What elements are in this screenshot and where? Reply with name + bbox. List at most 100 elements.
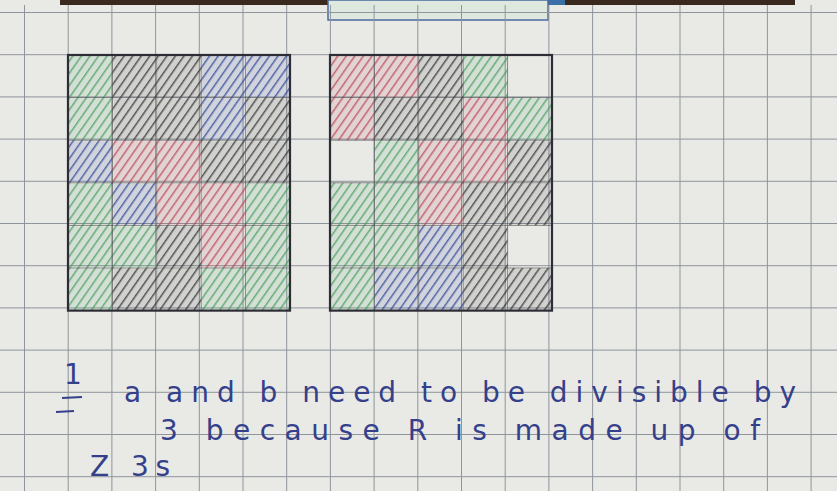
cell-tint <box>247 99 289 140</box>
shaded-cell <box>112 98 156 141</box>
cell-tint <box>69 56 111 97</box>
shaded-cell <box>201 55 245 98</box>
cell-tint <box>69 269 111 310</box>
shaded-cell <box>68 183 112 226</box>
cell-tint <box>464 269 506 310</box>
cell-tint <box>375 184 417 225</box>
shaded-cell <box>463 268 507 311</box>
cell-tint <box>420 269 462 310</box>
cell-tint <box>158 141 200 182</box>
grid-line <box>0 350 837 351</box>
shaded-cell <box>201 98 245 141</box>
cell-tint <box>202 56 244 97</box>
tiling-border <box>330 55 552 311</box>
cell-tint <box>331 269 373 310</box>
shaded-cell <box>374 225 418 268</box>
shaded-cell <box>68 225 112 268</box>
cell-tint <box>420 56 462 97</box>
cell-tint <box>375 141 417 182</box>
grid-line <box>811 5 812 491</box>
cell-tint <box>420 99 462 140</box>
shaded-cell <box>374 268 418 311</box>
cell-tint <box>113 269 155 310</box>
cell-tint <box>69 141 111 182</box>
cell-tint <box>509 269 551 310</box>
shaded-cell <box>419 225 463 268</box>
cell-tint <box>375 99 417 140</box>
shaded-cell <box>246 183 290 226</box>
cell-tint <box>375 226 417 267</box>
shaded-cell <box>112 225 156 268</box>
cell-edge <box>330 225 552 226</box>
cell-tint <box>158 99 200 140</box>
shaded-cell <box>157 183 201 226</box>
cell-tint <box>247 226 289 267</box>
shaded-cell <box>374 55 418 98</box>
shaded-cell <box>246 268 290 311</box>
shaded-cell <box>246 225 290 268</box>
shaded-cell <box>68 98 112 141</box>
cell-tint <box>331 56 373 97</box>
shaded-cell <box>246 98 290 141</box>
shaded-cell <box>419 183 463 226</box>
shaded-cell <box>419 268 463 311</box>
shaded-cell <box>330 183 374 226</box>
shaded-cell <box>330 268 374 311</box>
tiling <box>68 55 290 311</box>
shaded-cell <box>201 183 245 226</box>
cell-tint <box>331 226 373 267</box>
shaded-cell <box>463 55 507 98</box>
cell-tint <box>158 184 200 225</box>
cell-tint <box>331 184 373 225</box>
cell-tint <box>375 56 417 97</box>
cell-tint <box>158 269 200 310</box>
cell-tint <box>158 226 200 267</box>
tiling <box>330 55 552 311</box>
handwritten-note: 3 because R is made up of <box>160 414 770 448</box>
shaded-cell <box>508 140 552 183</box>
cell-tint <box>202 269 244 310</box>
shaded-cell <box>157 140 201 183</box>
pen-mark <box>56 411 74 412</box>
shaded-cell <box>330 225 374 268</box>
underline-mark <box>62 397 82 398</box>
shaded-cell <box>463 225 507 268</box>
grid-line <box>0 12 837 13</box>
shaded-cell <box>112 268 156 311</box>
cell-tint <box>464 226 506 267</box>
cell-tint <box>69 184 111 225</box>
cell-tint <box>509 184 551 225</box>
cell-tint <box>509 141 551 182</box>
shaded-cell <box>508 268 552 311</box>
cell-tint <box>464 184 506 225</box>
cell-tint <box>420 184 462 225</box>
cell-tint <box>331 99 373 140</box>
shaded-cell <box>330 98 374 141</box>
cell-tint <box>420 141 462 182</box>
cell-edge <box>68 182 290 183</box>
cell-tint <box>69 99 111 140</box>
item-number: 1 <box>64 358 82 392</box>
shaded-cell <box>68 268 112 311</box>
shaded-cell <box>374 183 418 226</box>
cell-tint <box>420 226 462 267</box>
shaded-cell <box>112 183 156 226</box>
shaded-cell <box>201 268 245 311</box>
cell-tint <box>375 269 417 310</box>
shaded-cell <box>157 55 201 98</box>
cell-tint <box>247 141 289 182</box>
cell-edge <box>330 268 552 269</box>
shaded-cell <box>112 140 156 183</box>
cell-tint <box>247 269 289 310</box>
shaded-cell <box>508 98 552 141</box>
shaded-cell <box>157 268 201 311</box>
shaded-cell <box>201 225 245 268</box>
cell-edge <box>68 97 290 98</box>
shaded-cell <box>463 98 507 141</box>
cell-tint <box>113 184 155 225</box>
shaded-cell <box>68 55 112 98</box>
cell-tint <box>113 141 155 182</box>
cell-tint <box>202 184 244 225</box>
shaded-cell <box>463 183 507 226</box>
